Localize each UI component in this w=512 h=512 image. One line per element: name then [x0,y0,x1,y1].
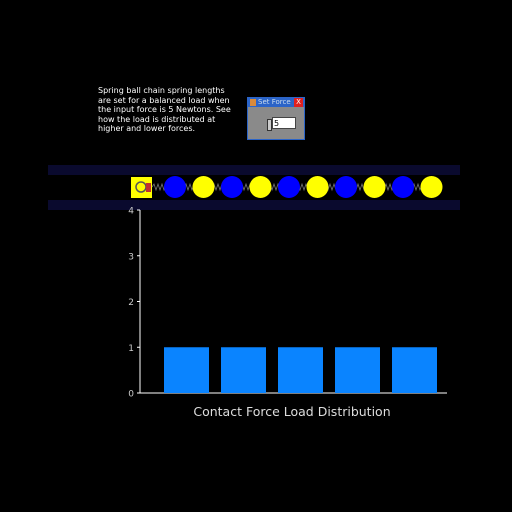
bar [278,347,323,393]
chain-ball [164,176,186,198]
y-tick-label: 2 [128,298,134,308]
y-tick-label: 0 [128,390,134,400]
dialog-title: Set Force [258,98,291,106]
dialog-titlebar[interactable]: Set Force X [248,98,304,107]
bar [392,347,437,393]
force-spinner[interactable] [267,119,272,131]
bar [164,347,209,393]
piston-rod [146,183,151,192]
close-button[interactable]: X [294,98,303,107]
track-band-bottom [48,200,460,210]
chain-ball [335,176,357,198]
app-icon [250,99,256,106]
force-input[interactable] [272,117,296,129]
y-tick-label: 3 [128,252,134,262]
description-text: Spring ball chain spring lengths are set… [98,86,231,134]
y-tick-label: 4 [128,207,134,217]
chart-xlabel: Contact Force Load Distribution [193,404,390,419]
chain-ball [221,176,243,198]
bar [221,347,266,393]
set-force-dialog[interactable]: Set Force X [247,97,305,140]
chain-ball [306,176,329,198]
chain-ball [392,176,414,198]
chain-ball [420,176,443,198]
chain-ball [278,176,300,198]
bar [335,347,380,393]
chain-ball [192,176,215,198]
track-band-top [48,165,460,175]
piston-icon[interactable] [131,177,152,198]
y-tick-label: 1 [128,344,134,354]
spring-chain [131,176,443,198]
chain-ball [249,176,272,198]
chain-ball [363,176,386,198]
